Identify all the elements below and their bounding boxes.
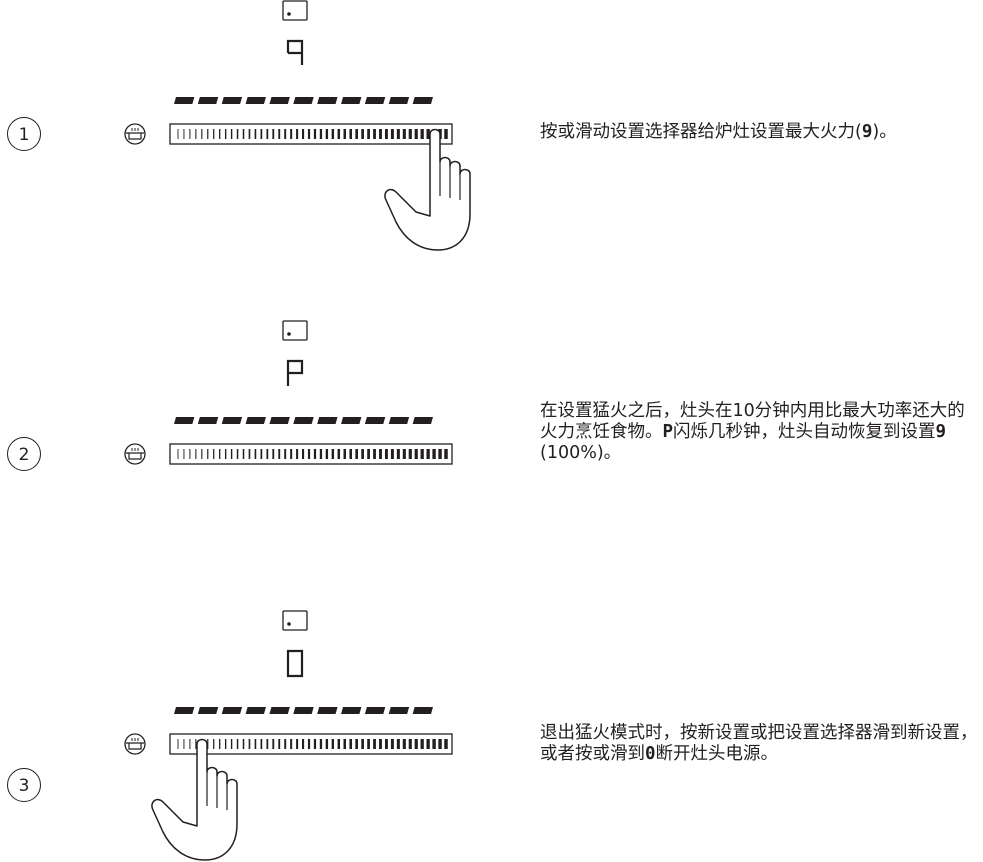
level-segment — [269, 97, 290, 104]
level-segment — [245, 707, 266, 714]
level-segment — [364, 97, 386, 104]
pot-body — [128, 133, 142, 140]
indicator-frame — [282, 0, 308, 21]
indicator-frame — [282, 610, 308, 631]
step-1: 1 按或滑动设置选择器给炉灶设置最大火力(9)。 — [0, 0, 983, 251]
level-segment — [221, 417, 243, 424]
level-segment — [293, 97, 314, 104]
hand-outline — [151, 738, 238, 861]
step-description: 在设置猛火之后，灶头在10分钟内用比最大功率还大的火力烹饪食物。P闪烁几秒钟，灶… — [540, 401, 980, 464]
step-number: 2 — [7, 437, 41, 471]
level-segment — [388, 707, 410, 714]
level-segment — [269, 417, 290, 424]
step-2: 2 在设置猛火之后，灶头在10分钟内用比最大功率还大的火力烹饪食物。P闪烁几秒钟… — [0, 320, 983, 570]
level-segment — [317, 417, 338, 424]
level-segment — [293, 417, 314, 424]
finger-hand-icon — [151, 738, 238, 861]
level-segment — [341, 417, 362, 424]
level-segment — [174, 417, 195, 424]
digit-glyph — [286, 359, 304, 386]
description-text: )。 — [872, 122, 897, 142]
level-segment — [317, 707, 338, 714]
segment-glyph: P — [662, 422, 674, 442]
level-segment — [317, 97, 338, 104]
step-description: 按或滑动设置选择器给炉灶设置最大火力(9)。 — [540, 122, 980, 143]
step-number: 3 — [7, 768, 41, 802]
level-segment — [364, 417, 386, 424]
level-indicator-strip — [174, 707, 433, 714]
level-segment — [174, 97, 195, 104]
description-text: 退出猛火模式时，按新设置或把设置选择器滑到新设置，或者按或滑到 — [540, 723, 978, 764]
digit-glyph — [286, 39, 304, 65]
cooktop-panel — [124, 0, 471, 251]
level-segment — [197, 97, 219, 104]
timer-indicator — [282, 320, 308, 341]
description-text: 在设置猛火之后，灶头在10分钟内用比最大功率还大的火力烹饪食物。 — [540, 401, 965, 442]
level-segment — [364, 707, 386, 714]
indicator-dot — [287, 332, 291, 336]
step-number-label: 3 — [18, 775, 30, 796]
level-segment — [341, 707, 362, 714]
power-level-digit — [286, 39, 304, 65]
pot-outline — [124, 733, 146, 755]
step-number: 1 — [7, 117, 41, 151]
power-level-digit — [286, 649, 304, 678]
power-slider[interactable] — [169, 443, 453, 465]
step-number-label: 2 — [18, 444, 30, 465]
pot-body — [128, 743, 142, 750]
cooktop-panel — [124, 610, 453, 861]
level-segment — [245, 417, 266, 424]
description-text: 断开灶头电源。 — [655, 744, 779, 764]
level-segment — [269, 707, 290, 714]
indicator-dot — [287, 12, 291, 16]
finger-hand-icon — [384, 128, 471, 251]
indicator-frame — [282, 320, 308, 341]
level-segment — [221, 97, 243, 104]
cookware-icon — [124, 443, 146, 465]
segment-glyph: 9 — [861, 122, 873, 142]
level-indicator-strip — [174, 97, 433, 104]
hand-outline — [384, 128, 471, 251]
timer-indicator — [282, 0, 308, 21]
description-text: 闪烁几秒钟，灶头自动恢复到设置 — [673, 422, 936, 442]
level-segment — [174, 707, 195, 714]
step-description: 退出猛火模式时，按新设置或把设置选择器滑到新设置，或者按或滑到0断开灶头电源。 — [540, 723, 980, 765]
level-segment — [197, 417, 219, 424]
digit-glyph — [286, 649, 304, 678]
level-segment — [412, 417, 433, 424]
slider-frame — [169, 123, 453, 145]
level-segment — [221, 707, 243, 714]
slider-frame — [169, 733, 453, 755]
step-3: 3 退出猛火模式时，按新设置或把设置选择器滑到新设置，或者按或滑到0断开灶头电源… — [0, 610, 983, 861]
level-segment — [341, 97, 362, 104]
power-slider[interactable] — [169, 733, 453, 755]
power-level-digit — [286, 359, 304, 386]
level-segment — [388, 417, 410, 424]
level-segment — [293, 707, 314, 714]
segment-glyph: 0 — [645, 744, 656, 764]
segment-glyph: 9 — [935, 422, 947, 442]
indicator-dot — [287, 622, 291, 626]
level-segment — [388, 97, 410, 104]
description-text: 按或滑动设置选择器给炉灶设置最大火力( — [540, 122, 862, 142]
slider-frame — [169, 443, 453, 465]
pot-outline — [124, 443, 146, 465]
pot-outline — [124, 123, 146, 145]
level-segment — [197, 707, 219, 714]
level-segment — [412, 97, 433, 104]
step-number-label: 1 — [18, 124, 30, 145]
pot-body — [128, 453, 142, 460]
cookware-icon — [124, 733, 146, 755]
level-segment — [245, 97, 266, 104]
level-indicator-strip — [174, 417, 433, 424]
cooktop-panel — [124, 320, 453, 465]
description-text: (100%)。 — [540, 443, 622, 463]
cookware-icon — [124, 123, 146, 145]
power-slider[interactable] — [169, 123, 453, 145]
timer-indicator — [282, 610, 308, 631]
level-segment — [412, 707, 433, 714]
